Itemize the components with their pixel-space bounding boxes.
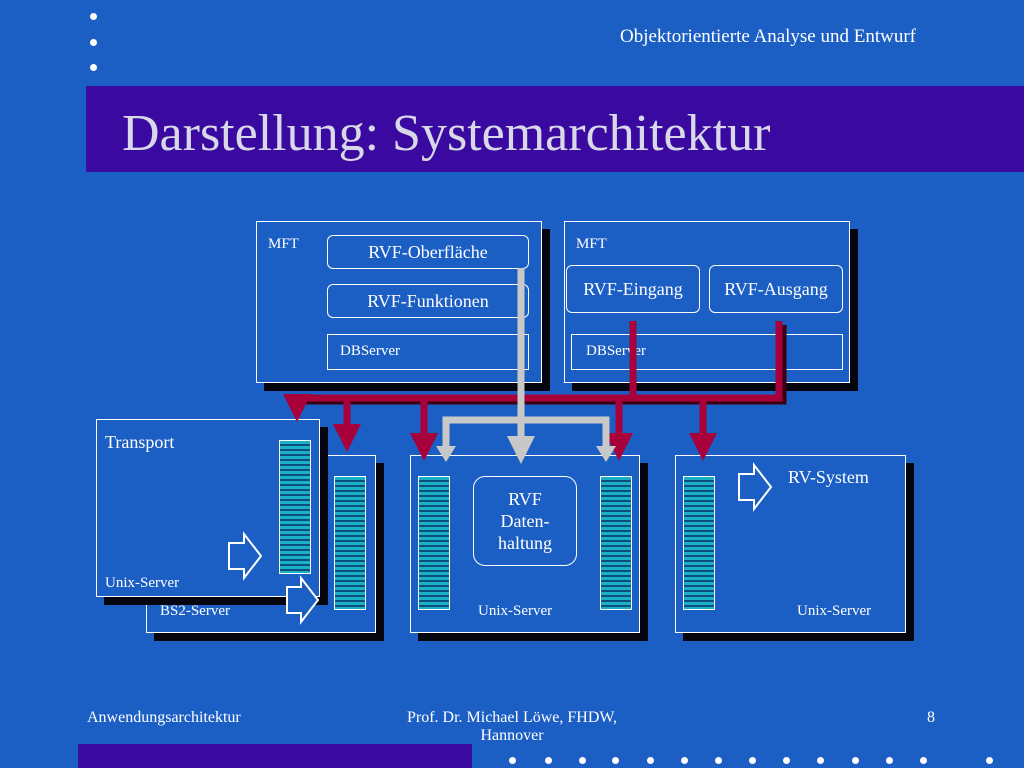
gray-arrowhead-right — [596, 446, 616, 462]
red-bus — [297, 321, 783, 402]
bs2-server-label: BS2-Server — [160, 603, 230, 619]
bullet-dot — [612, 757, 619, 764]
dbserver-left-box: DBServer — [327, 334, 529, 370]
dbserver-right-box: DBServer — [571, 334, 843, 370]
datenhaltung-line1: RVF — [508, 489, 542, 509]
bullet-dot — [783, 757, 790, 764]
bullet-dot — [579, 757, 586, 764]
footer-author-line2: Hannover — [480, 727, 544, 744]
bullet-dot — [545, 757, 552, 764]
transport-title: Transport — [105, 432, 175, 452]
page-number: 8 — [927, 709, 935, 726]
bullet-dot — [509, 757, 516, 764]
bullet-dot — [852, 757, 859, 764]
bullet-dot — [90, 13, 97, 20]
bullet-dot — [749, 757, 756, 764]
hollow-arrow-transport-icon — [228, 531, 263, 581]
bullet-dot — [817, 757, 824, 764]
center-server-label: Unix-Server — [478, 603, 553, 619]
footer-band — [78, 744, 472, 768]
rv-system-server-label: Unix-Server — [797, 603, 872, 619]
rvf-datenhaltung-box: RVF Daten- haltung — [473, 476, 577, 566]
red-bus-shadow — [297, 325, 787, 405]
rvf-eingang-box: RVF-Eingang — [566, 265, 700, 313]
mft-right-label: MFT — [576, 236, 607, 252]
footer-left: Anwendungsarchitektur — [87, 709, 241, 726]
bullet-dot — [715, 757, 722, 764]
slide-title: Darstellung: Systemarchitektur — [122, 105, 771, 162]
rv-system-stack — [683, 476, 715, 610]
course-title: Objektorientierte Analyse und Entwurf — [620, 26, 917, 47]
bullet-dot — [90, 64, 97, 71]
footer-author-line1: Prof. Dr. Michael Löwe, FHDW, — [406, 709, 618, 726]
dbserver-left-label: DBServer — [340, 343, 400, 359]
title-band — [86, 86, 1024, 172]
bs2-queue-stack — [334, 476, 366, 610]
transport-server-label: Unix-Server — [105, 575, 180, 591]
bullet-dot — [920, 757, 927, 764]
center-left-stack — [418, 476, 450, 610]
bullet-dot — [681, 757, 688, 764]
bullet-dot — [986, 757, 993, 764]
footer-author: Prof. Dr. Michael Löwe, FHDW, Hannover — [380, 709, 644, 745]
transport-queue-stack — [279, 440, 311, 574]
rvf-ausgang-box: RVF-Ausgang — [709, 265, 843, 313]
datenhaltung-line2: Daten- — [500, 511, 550, 531]
center-right-stack — [600, 476, 632, 610]
rv-system-title: RV-System — [788, 467, 869, 487]
bullet-dot — [647, 757, 654, 764]
gray-split-link — [442, 416, 610, 447]
hollow-arrow-rv-system-icon — [738, 462, 773, 512]
mft-left-label: MFT — [268, 236, 299, 252]
rvf-funktionen-box: RVF-Funktionen — [327, 284, 529, 318]
gray-arrowhead-left — [436, 446, 456, 462]
bullet-dot — [90, 39, 97, 46]
rvf-oberflaeche-box: RVF-Oberfläche — [327, 235, 529, 269]
hollow-arrow-bs2-icon — [286, 575, 320, 625]
bullet-dot — [886, 757, 893, 764]
datenhaltung-line3: haltung — [498, 533, 552, 553]
